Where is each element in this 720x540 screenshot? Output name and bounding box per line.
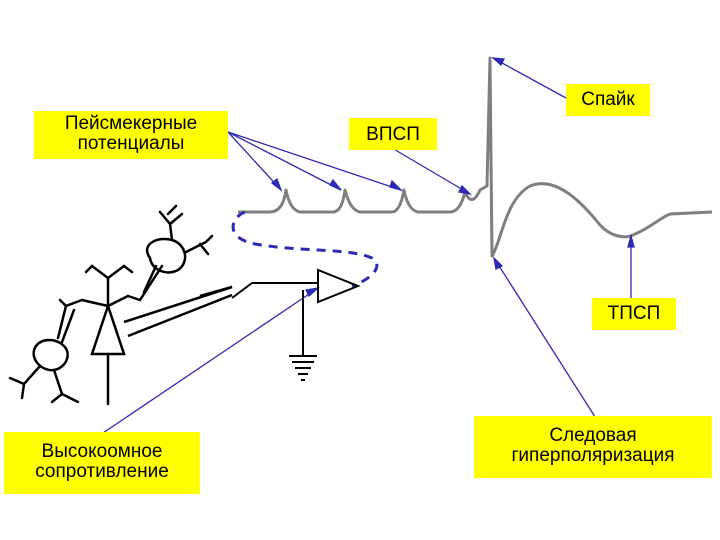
amplifier-icon <box>231 268 361 304</box>
label-spike: Спайк <box>566 84 650 116</box>
label-epsp: ВПСП <box>349 118 437 150</box>
membrane-potential-trace <box>238 56 713 258</box>
label-high-impedance: Высокоомное сопротивление <box>4 432 200 494</box>
electrode-icon <box>123 285 233 338</box>
neuron-icon <box>8 204 214 406</box>
label-afterhyperpolarization: Следовая гиперполяризация <box>474 416 712 478</box>
label-pacemaker-potentials: Пейсмекерные потенциалы <box>34 111 228 159</box>
pointer-lines <box>99 57 635 436</box>
recording-connection-dashed <box>231 210 379 288</box>
ground-icon <box>289 290 317 381</box>
label-ipsp: ТПСП <box>592 298 676 330</box>
